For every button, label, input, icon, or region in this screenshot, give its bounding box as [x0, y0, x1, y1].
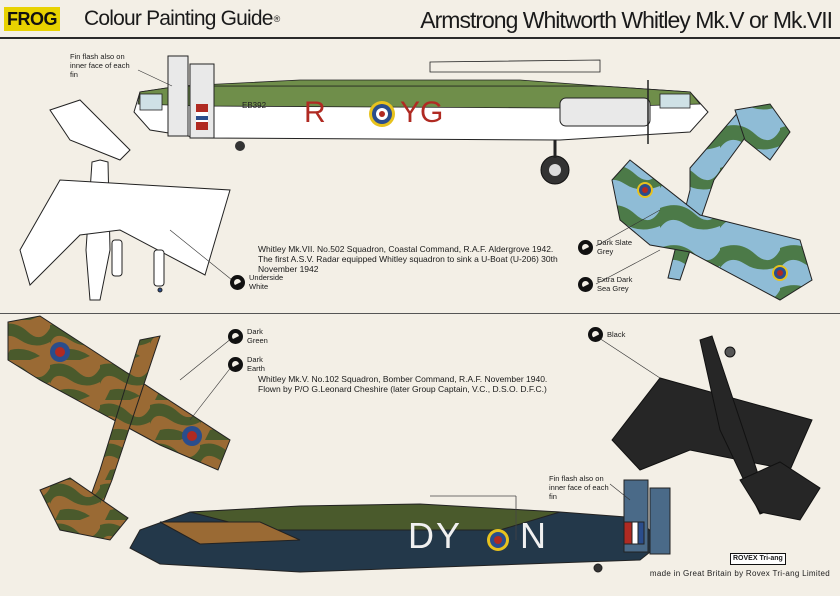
swatch-icon — [578, 276, 593, 292]
bottom-code-left: DY — [408, 515, 463, 556]
top-code-left: R — [304, 96, 326, 129]
bottom-left-upper-plan — [7, 315, 231, 541]
top-serial: EB392 — [242, 101, 267, 110]
bottom-code-right: N — [520, 515, 546, 556]
aircraft-title: Armstrong Whitworth Whitley Mk.V or Mk.V… — [420, 7, 833, 33]
swatch-dark-green: Dark Green — [228, 327, 279, 345]
bottom-fin-note: Fin flash also on inner face of each fin — [549, 474, 609, 501]
top-caption: Whitley Mk.VII. No.502 Squadron, Coastal… — [258, 244, 558, 274]
brand-logo: FROG — [4, 7, 60, 31]
swatch-label: Dark Green — [247, 327, 268, 345]
swatch-icon — [578, 239, 593, 255]
swatch-underside-white: Underside White — [230, 273, 291, 291]
top-code-right: YG — [400, 96, 444, 129]
registered-mark: ® — [273, 14, 281, 25]
top-fin-note: Fin flash also on inner face of each fin — [70, 52, 130, 79]
bottom-right-underside-plan — [611, 335, 821, 521]
section-divider — [0, 313, 840, 314]
swatch-icon — [230, 274, 245, 290]
swatch-label: Dark Earth — [247, 355, 265, 373]
header: FROG Colour Painting Guide® Armstrong Wh… — [0, 0, 840, 40]
top-left-underside-plan — [19, 99, 231, 301]
top-side-profile — [133, 55, 709, 185]
swatch-icon — [228, 356, 243, 372]
swatch-icon — [588, 327, 603, 342]
swatch-dark-earth: Dark Earth — [228, 355, 279, 373]
swatch-label: Underside White — [249, 273, 284, 291]
swatch-dark-slate-grey: Dark Slate Grey — [578, 238, 639, 256]
swatch-label: Extra Dark Sea Grey — [597, 275, 633, 293]
footer-credit: made in Great Britain by Rovex Tri-ang L… — [649, 569, 830, 578]
bottom-caption: Whitley Mk.V. No.102 Squadron, Bomber Co… — [258, 374, 548, 394]
swatch-label: Dark Slate Grey — [597, 238, 633, 256]
leader-lines — [137, 69, 661, 501]
swatch-icon — [228, 328, 243, 344]
swatch-black: Black — [588, 327, 625, 342]
top-right-upper-plan — [611, 103, 813, 301]
header-rule — [0, 37, 840, 39]
bottom-side-profile — [129, 479, 671, 573]
swatch-label: Black — [607, 330, 626, 339]
swatch-extra-dark-sea-grey: Extra Dark Sea Grey — [578, 275, 643, 293]
guide-title: Colour Painting Guide® — [84, 6, 280, 32]
guide-title-text: Colour Painting Guide — [84, 7, 273, 30]
rovex-logo: ROVEX Tri-ang — [730, 553, 786, 565]
